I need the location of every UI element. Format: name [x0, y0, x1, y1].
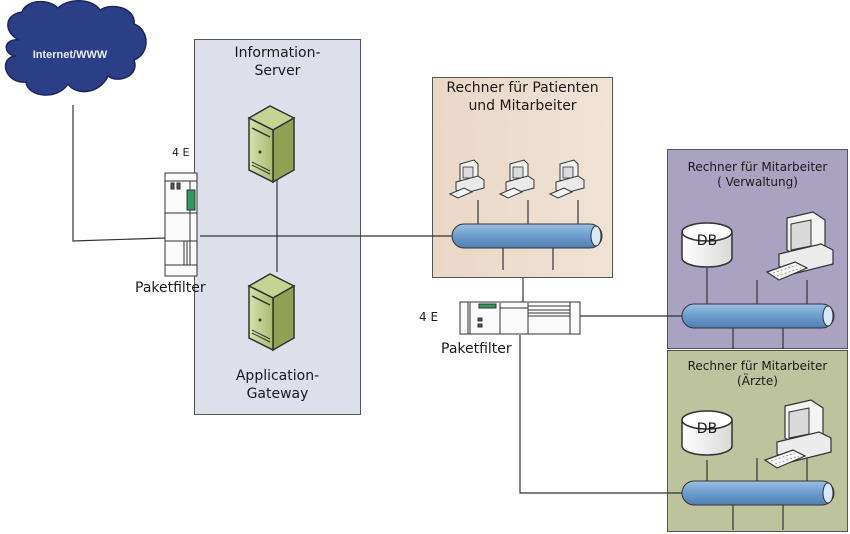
internet-cloud: Internet/WWW [4, 0, 147, 96]
aerzte-db-icon: DB [681, 410, 733, 456]
aerzte-bus-icon [681, 480, 835, 506]
firewall-left-port-label: 4 E [172, 146, 190, 159]
panel-information-server: Information- Server Application- Gateway [194, 39, 361, 415]
firewall-mid-icon [459, 301, 581, 335]
verwaltung-title-line2: ( Verwaltung) [717, 175, 798, 189]
patient-pc-3-icon [549, 159, 585, 199]
verwaltung-db-label: DB [697, 233, 717, 249]
patients-bus-icon [451, 223, 603, 249]
firewall-left-icon [164, 172, 198, 277]
cloud-label: Internet/WWW [33, 49, 108, 61]
information-server-icon [247, 105, 296, 184]
aerzte-title-line1: Rechner für Mitarbeiter [687, 359, 828, 373]
app-gateway-title-line1: Application- [235, 368, 320, 384]
info-server-title-line2: Server [254, 62, 301, 79]
application-gateway-icon [247, 273, 296, 352]
line-internet-to-firewall [72, 105, 166, 242]
patient-pc-1-icon [449, 159, 485, 199]
connection-lines [72, 105, 808, 530]
aerzte-title: Rechner für Mitarbeiter (Ärzte) [668, 359, 847, 389]
app-gateway-title: Application- Gateway [195, 368, 360, 403]
patient-pc-2-icon [499, 159, 535, 199]
aerzte-title-line2: (Ärzte) [737, 374, 778, 388]
aerzte-db-label: DB [697, 421, 717, 437]
aerzte-pc-icon [764, 399, 832, 469]
patients-title: Rechner für Patienten und Mitarbeiter [433, 80, 612, 115]
verwaltung-pc-icon [766, 211, 834, 281]
firewall-mid-label: Paketfilter [441, 341, 512, 357]
verwaltung-title-line1: Rechner für Mitarbeiter [687, 160, 828, 174]
firewall-left-label: Paketfilter [135, 280, 206, 296]
verwaltung-title: Rechner für Mitarbeiter ( Verwaltung) [668, 160, 847, 190]
firewall-mid-port-label: 4 E [419, 310, 439, 324]
verwaltung-db-icon: DB [681, 222, 733, 268]
verwaltung-bus-icon [681, 303, 835, 329]
patients-title-line2: und Mitarbeiter [468, 97, 577, 114]
patients-title-line1: Rechner für Patienten [446, 80, 599, 96]
line-firewall-to-aerzte-bus [519, 335, 682, 494]
info-server-title: Information- Server [195, 45, 360, 80]
info-server-title-line1: Information- [234, 45, 321, 61]
app-gateway-title-line2: Gateway [246, 385, 309, 402]
